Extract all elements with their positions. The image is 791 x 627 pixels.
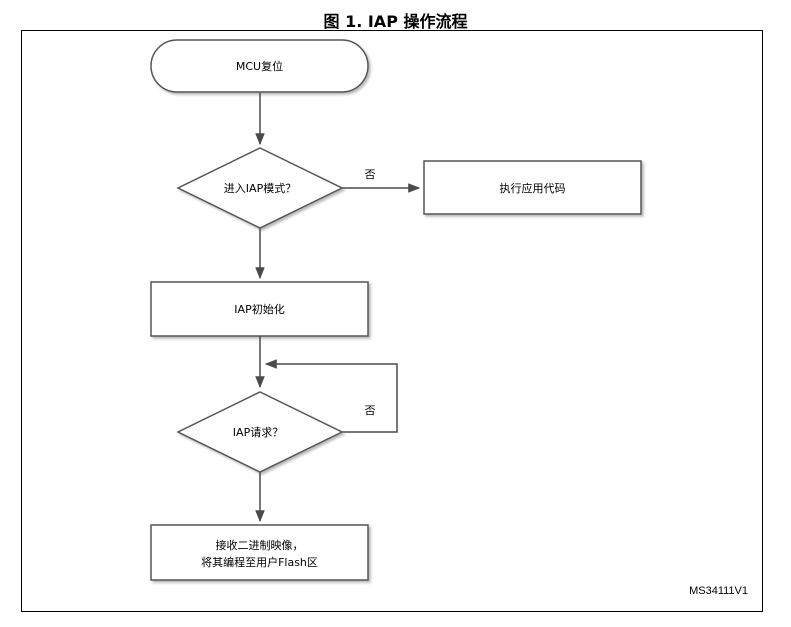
diagram-frame bbox=[21, 30, 763, 612]
receive-label-line1: 接收二进制映像， bbox=[216, 538, 304, 552]
figure-title: 图 1. IAP 操作流程 bbox=[323, 12, 468, 31]
edge-no-loop bbox=[264, 359, 398, 433]
decision-enter-iap: 进入IAP模式？ bbox=[176, 147, 344, 229]
start-label: MCU复位 bbox=[236, 59, 283, 73]
decision-request-label: IAP请求？ bbox=[233, 426, 283, 439]
init-label: IAP初始化 bbox=[234, 302, 284, 316]
receive-node: 接收二进制映像， 将其编程至用户Flash区 bbox=[150, 524, 369, 581]
run-app-node: 执行应用代码 bbox=[423, 160, 642, 215]
start-node: MCU复位 bbox=[150, 39, 369, 93]
init-node: IAP初始化 bbox=[150, 281, 369, 337]
edge-label-no-1: 否 bbox=[365, 168, 376, 181]
run-app-label: 执行应用代码 bbox=[500, 181, 566, 195]
receive-label-line2: 将其编程至用户Flash区 bbox=[201, 555, 318, 569]
figure-code: MS34111V1 bbox=[689, 585, 748, 597]
decision-iap-request: IAP请求？ bbox=[176, 391, 344, 473]
decision-enter-label: 进入IAP模式？ bbox=[224, 182, 296, 195]
edge-label-no-2: 否 bbox=[365, 404, 376, 417]
